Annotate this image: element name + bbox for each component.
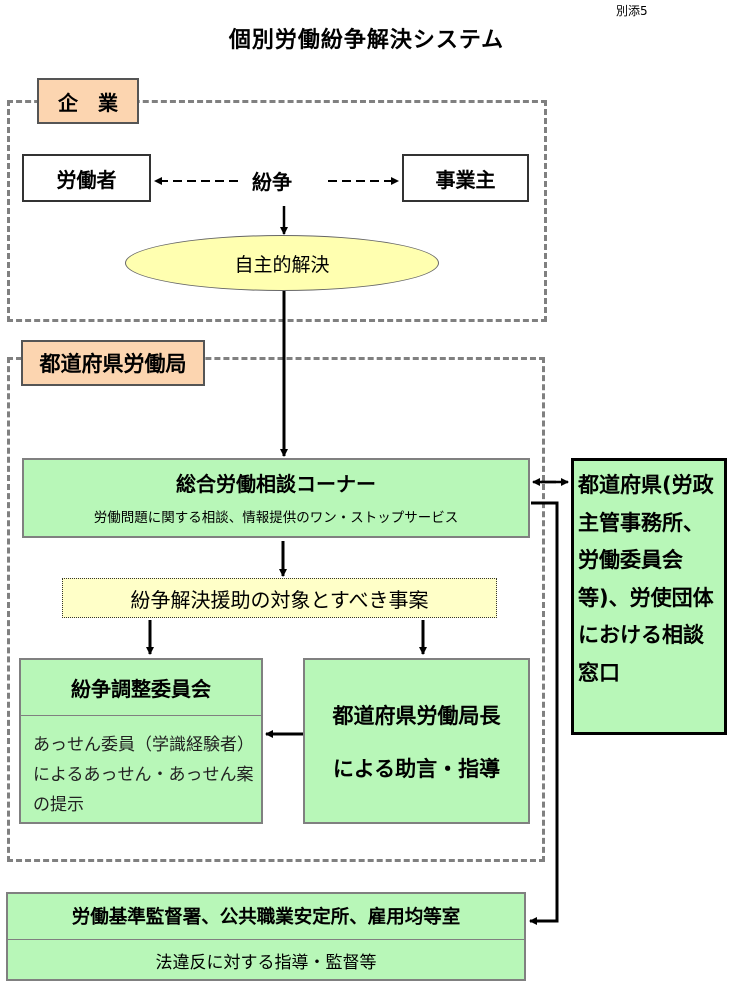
consult-corner-title: 総合労働相談コーナー bbox=[176, 472, 376, 496]
prefecture-consult-box: 都道府県(労政主管事務所、労働委員会等)、労使団体における相談窓口 bbox=[571, 458, 727, 735]
dispute-label: 紛争 bbox=[252, 170, 292, 194]
offices-subtitle: 法違反に対する指導・監督等 bbox=[155, 952, 377, 973]
bureau-tag: 都道府県労働局 bbox=[21, 340, 205, 386]
bureau-section bbox=[7, 357, 545, 862]
director-box: 都道府県労働局長 による助言・指導 bbox=[303, 658, 530, 824]
company-tag: 企 業 bbox=[37, 78, 139, 124]
offices-box: 労働基準監督署、公共職業安定所、雇用均等室 法違反に対する指導・監督等 bbox=[6, 892, 526, 981]
offices-divider bbox=[8, 939, 524, 940]
self-resolution-ellipse: 自主的解決 bbox=[125, 235, 439, 291]
prefecture-consult-text: 都道府県(労政主管事務所、労働委員会等)、労使団体における相談窓口 bbox=[578, 473, 714, 685]
director-line2: による助言・指導 bbox=[332, 757, 501, 781]
worker-box: 労働者 bbox=[22, 154, 151, 202]
consult-corner-box: 総合労働相談コーナー 労働問題に関する相談、情報提供のワン・ストップサービス bbox=[22, 458, 530, 538]
target-cases-box: 紛争解決援助の対象とすべき事案 bbox=[62, 578, 497, 618]
employer-box: 事業主 bbox=[402, 154, 529, 202]
committee-box: 紛争調整委員会 あっせん委員（学識経験者）によるあっせん・あっせん案の提示 bbox=[19, 658, 263, 824]
committee-divider bbox=[21, 715, 261, 716]
company-section bbox=[7, 100, 547, 322]
committee-body: あっせん委員（学識経験者）によるあっせん・あっせん案の提示 bbox=[33, 735, 254, 815]
page-title: 個別労働紛争解決システム bbox=[228, 28, 505, 53]
committee-title: 紛争調整委員会 bbox=[71, 676, 211, 701]
annex-label: 別添5 bbox=[616, 4, 648, 18]
offices-title: 労働基準監督署、公共職業安定所、雇用均等室 bbox=[71, 907, 461, 928]
arrow-consult-to-offices bbox=[529, 501, 559, 925]
director-line1: 都道府県労働局長 bbox=[332, 704, 501, 728]
consult-corner-subtitle: 労働問題に関する相談、情報提供のワン・ストップサービス bbox=[93, 510, 459, 526]
